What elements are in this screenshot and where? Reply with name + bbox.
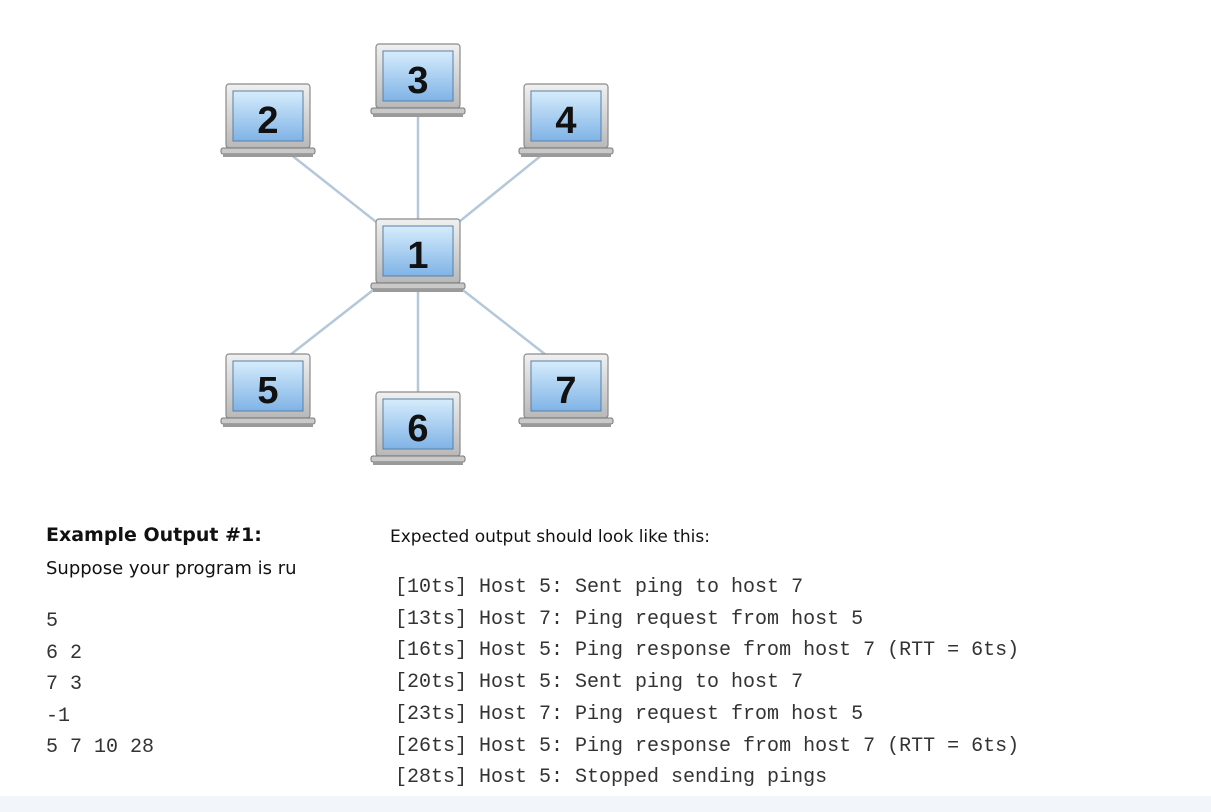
input-line: 5 7 10 28 [46, 736, 155, 759]
laptop-1-label: 1 [407, 235, 428, 277]
output-line: [13ts] Host 7: Ping request from host 5 [395, 607, 864, 631]
laptop-3-label: 3 [407, 60, 428, 102]
laptop-3-icon: 3 [370, 43, 466, 117]
example-input: 5 6 2 7 3 -1 5 7 10 28 [46, 606, 154, 764]
laptop-6-icon: 6 [370, 391, 466, 465]
laptop-5-label: 5 [257, 370, 278, 412]
bottom-band [0, 796, 1211, 812]
laptop-4-label: 4 [555, 100, 576, 142]
input-line: 6 2 [46, 641, 83, 665]
laptop-2-label: 2 [257, 100, 278, 142]
example-description: Suppose your program is ru [46, 558, 297, 579]
network-topology-diagram: 1 2 3 4 5 6 7 [220, 43, 614, 465]
expected-output-label: Expected output should look like this: [390, 527, 710, 547]
laptop-nodes: 1 2 3 4 5 6 7 [220, 43, 614, 465]
output-line: [23ts] Host 7: Ping request from host 5 [395, 702, 864, 726]
input-line: 7 3 [46, 673, 83, 696]
laptop-1-icon: 1 [370, 218, 466, 292]
output-line: [28ts] Host 5: Stopped sending pings [395, 766, 828, 790]
input-line: -1 [46, 704, 71, 728]
expected-output: [10ts] Host 5: Sent ping to host 7 [13ts]… [395, 572, 1019, 794]
output-line: [10ts] Host 5: Sent ping to host 7 [395, 576, 804, 599]
laptop-4-icon: 4 [518, 83, 614, 157]
laptop-7-label: 7 [555, 370, 576, 412]
example-heading: Example Output #1: [46, 524, 262, 546]
output-line: [20ts] Host 5: Sent ping to host 7 [395, 671, 804, 695]
input-line: 5 [46, 610, 59, 633]
output-line: [26ts] Host 5: Ping response from host 7… [395, 734, 1020, 758]
laptop-5-icon: 5 [220, 353, 316, 427]
laptop-7-icon: 7 [518, 353, 614, 427]
output-line: [16ts] Host 5: Ping response from host 7… [395, 639, 1020, 663]
laptop-6-label: 6 [407, 408, 428, 450]
laptop-2-icon: 2 [220, 83, 316, 157]
